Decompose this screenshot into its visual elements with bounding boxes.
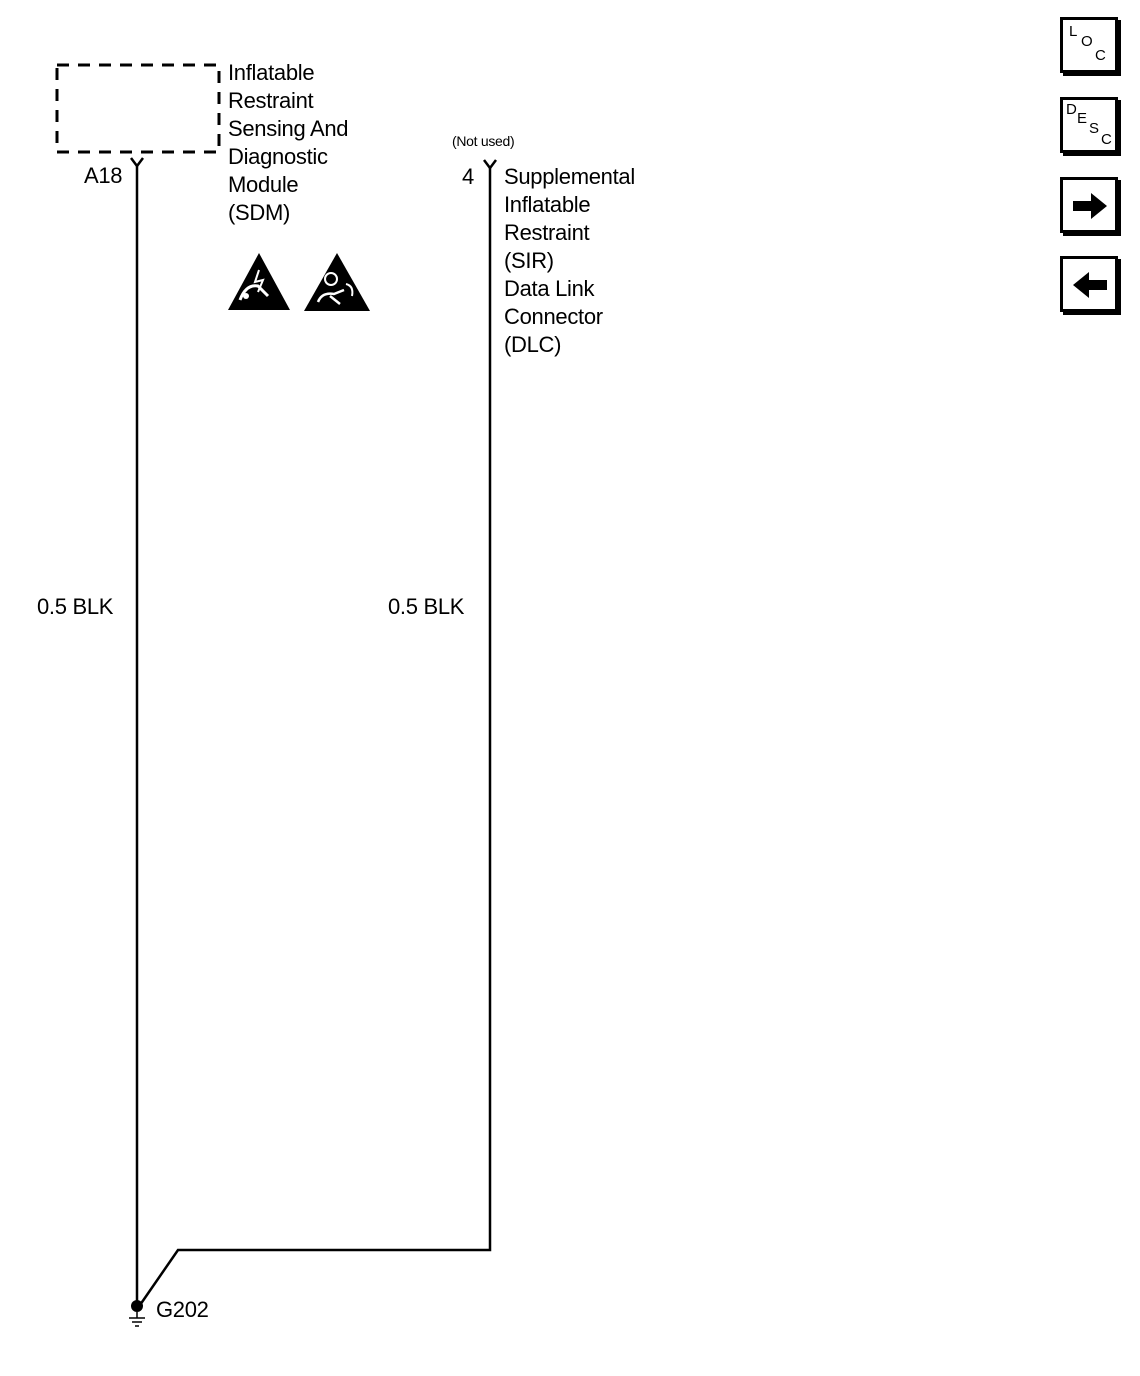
sdm-wire-label: 0.5 BLK	[37, 594, 114, 619]
dlc-name-line: Inflatable	[504, 192, 591, 217]
desc-letter: D	[1066, 101, 1077, 118]
loc-button[interactable]: L O C	[1060, 17, 1118, 73]
dlc-name-line: (SIR)	[504, 248, 554, 273]
next-button[interactable]	[1060, 177, 1118, 233]
sdm-module-box	[55, 63, 221, 154]
dlc-name-line: Data Link	[504, 276, 595, 301]
desc-letter: C	[1101, 131, 1112, 148]
dlc-name-line: Supplemental	[504, 164, 635, 189]
dlc-not-used-note: (Not used)	[452, 133, 515, 149]
sdm-name-line: (SDM)	[228, 200, 291, 225]
desc-button[interactable]: D E S C	[1060, 97, 1118, 153]
dlc-ground-wire	[138, 168, 492, 1306]
dlc-module-name: Supplemental Inflatable Restraint (SIR) …	[504, 163, 635, 359]
sdm-module-name: Inflatable Restraint Sensing And Diagnos…	[228, 59, 349, 227]
dlc-name-line: Restraint	[504, 220, 590, 245]
loc-letter: C	[1095, 47, 1106, 64]
loc-letter: L	[1069, 23, 1078, 40]
sdm-name-line: Module	[228, 172, 299, 197]
arrow-left-icon	[1073, 272, 1107, 298]
dlc-connector-symbol	[483, 159, 497, 171]
sdm-name-line: Inflatable	[228, 60, 315, 85]
back-button[interactable]	[1060, 256, 1118, 312]
sdm-connector-symbol	[130, 157, 144, 169]
esd-warning-icon	[228, 253, 290, 310]
ground-splice-dot	[131, 1300, 143, 1312]
ground-symbol-icon	[129, 1312, 145, 1327]
desc-letter: E	[1077, 110, 1088, 127]
arrow-right-icon	[1073, 193, 1107, 219]
desc-letter: S	[1089, 120, 1100, 137]
sdm-name-line: Sensing And	[228, 116, 349, 141]
dlc-name-line: (DLC)	[504, 332, 562, 357]
sdm-name-line: Restraint	[228, 88, 314, 113]
sdm-pin-label: A18	[84, 163, 123, 188]
sir-airbag-warning-icon	[304, 253, 370, 311]
loc-letter: O	[1081, 33, 1093, 50]
ground-label: G202	[156, 1297, 209, 1322]
dlc-pin-label: 4	[462, 164, 474, 189]
sdm-name-line: Diagnostic	[228, 144, 328, 169]
dlc-name-line: Connector	[504, 304, 603, 329]
dlc-wire-label: 0.5 BLK	[388, 594, 465, 619]
